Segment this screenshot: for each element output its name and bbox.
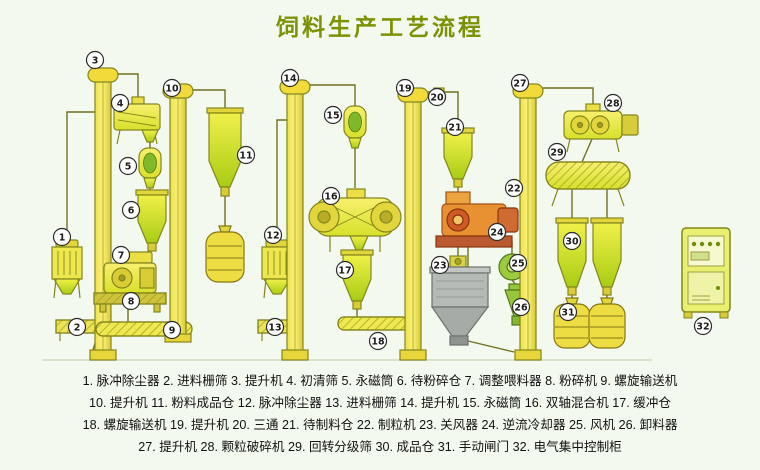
svg-text:14: 14	[283, 73, 297, 84]
svg-text:6: 6	[128, 205, 135, 216]
marker-1: 1	[52, 227, 72, 247]
legend-line-4: 27. 提升机 28. 颗粒破碎机 29. 回转分级筛 30. 成品仓 31. …	[138, 440, 622, 454]
screw-conveyor-18	[337, 316, 409, 331]
svg-text:10: 10	[165, 83, 179, 94]
marker-27: 27	[510, 73, 530, 93]
legend-line-3: 18. 螺旋输送机 19. 提升机 20. 三通 21. 待制料仓 22. 制粒…	[82, 418, 678, 432]
marker-21: 21	[445, 117, 465, 137]
pellet-mill-22	[435, 191, 519, 248]
marker-23: 23	[430, 255, 450, 275]
marker-7: 7	[111, 245, 131, 265]
svg-text:1: 1	[59, 232, 66, 243]
pellet-crusher-28	[563, 103, 639, 153]
marker-3: 3	[85, 50, 105, 70]
svg-text:13: 13	[268, 322, 281, 333]
svg-text:18: 18	[371, 336, 385, 347]
svg-text:19: 19	[398, 83, 411, 94]
svg-text:12: 12	[266, 230, 279, 241]
marker-20: 20	[427, 87, 447, 107]
marker-4: 4	[110, 93, 130, 113]
legend-line-2: 10. 提升机 11. 粉料成品仓 12. 脉冲除尘器 13. 进料栅筛 14.…	[88, 396, 671, 410]
magnet-cylinder-15	[343, 105, 367, 149]
marker-28: 28	[603, 93, 623, 113]
marker-18: 18	[368, 331, 388, 351]
control-cabinet-32	[681, 227, 731, 319]
mixer-16	[308, 188, 402, 252]
svg-text:23: 23	[433, 260, 446, 271]
marker-5: 5	[118, 156, 138, 176]
svg-text:16: 16	[324, 191, 338, 202]
powder-bin-11	[206, 107, 244, 197]
magnet-cylinder-5	[138, 147, 162, 189]
cleaning-screen-4	[113, 96, 161, 145]
product-bin-30a	[555, 217, 589, 296]
marker-12: 12	[263, 225, 283, 245]
svg-text:30: 30	[565, 236, 579, 247]
marker-11: 11	[236, 145, 256, 165]
elevator-10	[162, 83, 194, 343]
marker-2: 2	[67, 317, 87, 337]
svg-text:27: 27	[513, 78, 526, 89]
svg-text:15: 15	[326, 110, 339, 121]
svg-text:11: 11	[239, 150, 252, 161]
svg-text:29: 29	[550, 147, 563, 158]
elevator-27	[512, 83, 544, 361]
svg-text:17: 17	[338, 265, 351, 276]
marker-9: 9	[162, 320, 182, 340]
cooler-24	[429, 266, 491, 346]
marker-16: 16	[321, 186, 341, 206]
marker-24: 24	[487, 222, 507, 242]
marker-14: 14	[280, 68, 300, 88]
process-flow-diagram: 1234567891011121314151617181920212223242…	[42, 50, 731, 361]
elevator-14	[279, 79, 311, 361]
svg-text:24: 24	[490, 227, 504, 238]
marker-25: 25	[508, 253, 528, 273]
marker-32: 32	[693, 316, 713, 336]
svg-text:21: 21	[448, 122, 461, 133]
marker-22: 22	[504, 178, 524, 198]
svg-text:9: 9	[169, 325, 176, 336]
marker-15: 15	[323, 105, 343, 125]
svg-text:4: 4	[117, 98, 124, 109]
product-bin-30b	[590, 217, 624, 296]
legend-line-1: 1. 脉冲除尘器 2. 进料栅筛 3. 提升机 4. 初清筛 5. 永磁筒 6.…	[82, 374, 678, 388]
svg-text:28: 28	[606, 98, 620, 109]
marker-6: 6	[121, 200, 141, 220]
elevator-19	[397, 87, 429, 361]
marker-30: 30	[562, 231, 582, 251]
svg-text:32: 32	[696, 321, 709, 332]
svg-text:3: 3	[92, 55, 99, 66]
airlock-23	[449, 255, 467, 268]
marker-26: 26	[511, 297, 531, 317]
svg-text:5: 5	[125, 161, 132, 172]
number-markers: 1234567891011121314151617181920212223242…	[52, 50, 713, 351]
marker-19: 19	[395, 78, 415, 98]
grading-screen-29	[545, 161, 631, 207]
marker-8: 8	[121, 291, 141, 311]
surge-bin-6	[135, 189, 169, 252]
svg-text:31: 31	[561, 307, 574, 318]
svg-text:20: 20	[430, 92, 444, 103]
svg-text:22: 22	[507, 183, 520, 194]
svg-text:8: 8	[128, 296, 135, 307]
powder-bag	[205, 225, 245, 283]
marker-17: 17	[335, 260, 355, 280]
buffer-bin-17	[340, 249, 374, 310]
svg-text:25: 25	[511, 258, 524, 269]
marker-31: 31	[558, 302, 578, 322]
page-title: 饲料生产工艺流程	[276, 14, 484, 40]
legend: 1. 脉冲除尘器 2. 进料栅筛 3. 提升机 4. 初清筛 5. 永磁筒 6.…	[0, 374, 760, 462]
svg-text:7: 7	[118, 250, 125, 261]
marker-29: 29	[547, 142, 567, 162]
marker-10: 10	[162, 78, 182, 98]
svg-text:26: 26	[514, 302, 528, 313]
bag-31b	[588, 297, 626, 349]
pellet-bin-21	[441, 127, 475, 188]
marker-13: 13	[265, 317, 285, 337]
svg-text:2: 2	[74, 322, 81, 333]
pulse-dust-collector-1	[51, 239, 83, 299]
